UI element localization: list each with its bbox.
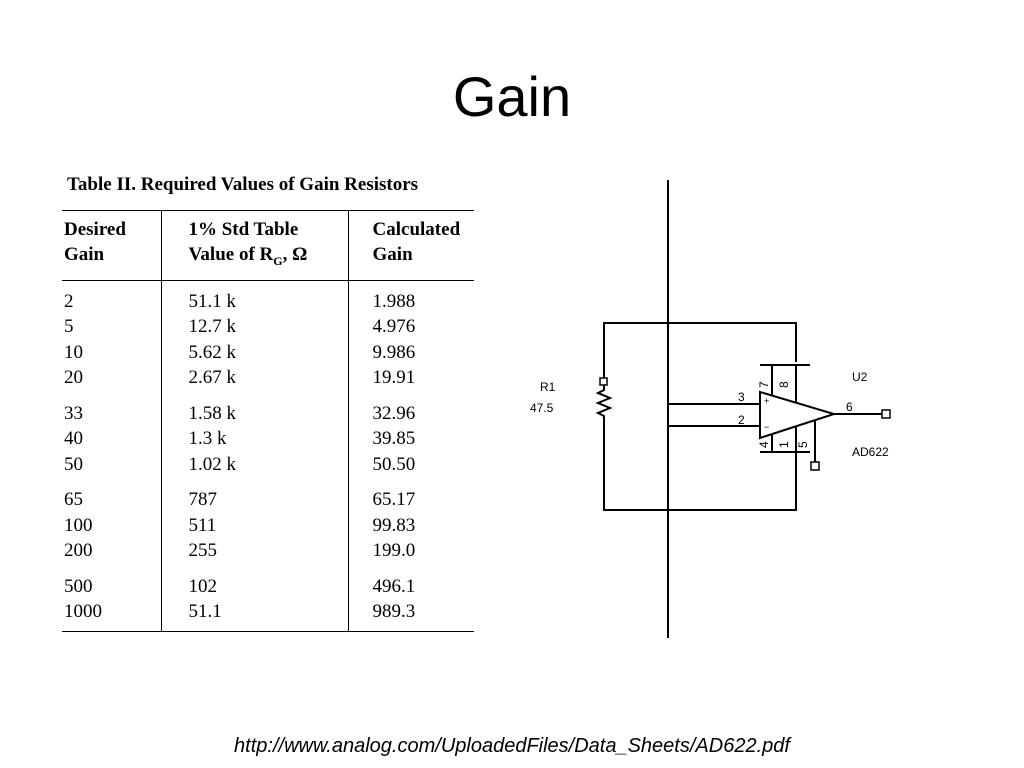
gain-resistor-table: Desired Gain 1% Std Table Value of RG, Ω… [62,210,474,632]
output-terminal-icon [881,409,891,419]
resistor-ref-label: R1 [540,380,556,394]
header-calculated-gain: Calculated Gain [347,210,474,281]
gain-resistor-table-block: Table II. Required Values of Gain Resist… [62,170,482,632]
upper-loop-wire [603,322,797,383]
minus-input-label: − [764,422,769,432]
amp-part-label: AD622 [852,445,889,459]
header-std-value: 1% Std Table Value of RG, Ω [161,210,349,281]
plus-input-label: + [764,396,769,406]
pin-2-label: 2 [738,413,745,427]
resistor-icon [595,383,613,418]
amplifier-triangle-icon [759,390,838,440]
table-caption: Table II. Required Values of Gain Resist… [67,174,419,195]
slide-title: Gain [452,65,572,128]
pin-1-label: 1 [777,441,791,448]
pin-8-label: 8 [777,381,791,388]
pin-3-label: 3 [738,390,745,404]
pin-7-label: 7 [757,381,771,388]
lower-loop-wire [603,418,797,511]
amp-ref-label: U2 [852,370,868,384]
resistor-value-label: 47.5 [530,401,554,415]
pin-4-label: 4 [757,441,771,448]
pin-6-label: 6 [846,400,853,414]
pin5-terminal-icon [810,461,820,471]
header-desired-gain: Desired Gain [62,210,162,281]
pin-5-label: 5 [796,441,810,448]
table-header-row: Desired Gain 1% Std Table Value of RG, Ω… [62,210,474,281]
source-url-link[interactable]: http://www.analog.com/UploadedFiles/Data… [234,735,790,757]
resistor-terminal-icon [599,377,608,386]
